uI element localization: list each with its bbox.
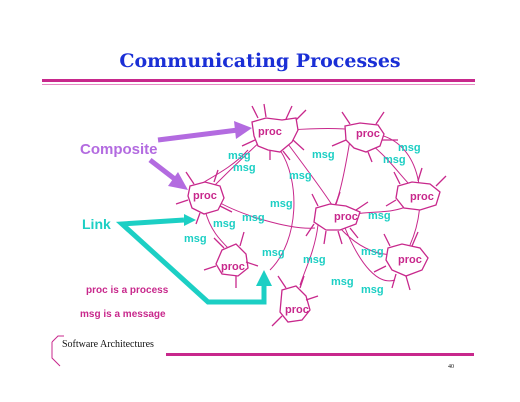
- message-label: msg: [331, 276, 354, 288]
- message-label: msg: [368, 210, 391, 222]
- message-label: msg: [270, 198, 293, 210]
- composite-arrow-line: [148, 158, 178, 182]
- message-label: msg: [312, 149, 335, 161]
- link-label: Link: [82, 216, 111, 232]
- connection-line: [339, 214, 396, 282]
- slide-title: Communicating Processes: [119, 50, 401, 72]
- message-label: msg: [184, 233, 207, 245]
- process-node: proc: [271, 275, 319, 327]
- message-label: msg: [361, 284, 384, 296]
- process-node: proc: [385, 167, 447, 211]
- process-node: proc: [175, 169, 233, 225]
- message-labels: msg msg msg msg msg msg msg msg msg msg …: [184, 142, 421, 296]
- process-label: proc: [285, 304, 309, 316]
- message-label: msg: [242, 212, 265, 224]
- process-node: proc: [305, 191, 369, 245]
- message-label: msg: [398, 142, 421, 154]
- message-label: msg: [383, 154, 406, 166]
- message-label: msg: [303, 254, 326, 266]
- process-label: proc: [193, 190, 217, 202]
- message-label: msg: [213, 218, 236, 230]
- connection-line: [214, 199, 316, 229]
- message-label: msg: [262, 247, 285, 259]
- link-arrow-head: [256, 270, 272, 286]
- process-label: proc: [221, 261, 245, 273]
- connection-line: [299, 224, 319, 286]
- link-arrow-head: [184, 214, 196, 226]
- footer-title: Software Architectures: [62, 339, 154, 350]
- process-label: proc: [410, 191, 434, 203]
- process-label: proc: [398, 254, 422, 266]
- title-rule-thin: [42, 84, 475, 85]
- composite-label: Composite: [80, 141, 158, 158]
- composite-arrow-head: [168, 172, 188, 190]
- composite-arrow-line: [157, 127, 239, 143]
- process-label: proc: [258, 126, 282, 138]
- connection-line: [214, 139, 263, 186]
- message-label: msg: [233, 162, 256, 174]
- process-nodes: proc proc proc proc proc: [175, 103, 447, 327]
- message-label: msg: [228, 150, 251, 162]
- process-label: proc: [356, 128, 380, 140]
- composite-arrow-head: [234, 121, 252, 139]
- connection-line: [334, 139, 351, 206]
- process-node: proc: [241, 103, 307, 161]
- connection-line: [371, 144, 411, 186]
- legend-msg: msg is a message: [80, 309, 166, 320]
- connection-line: [269, 149, 295, 271]
- process-label: proc: [334, 211, 358, 223]
- footer-rule: [166, 353, 474, 356]
- connection-line: [204, 209, 231, 251]
- link-path: [115, 217, 267, 305]
- link-connector: [115, 214, 272, 305]
- legend-proc: proc is a process: [86, 285, 169, 296]
- process-node: proc: [373, 231, 429, 291]
- footer-logo: [51, 335, 64, 367]
- composite-arrows: [148, 121, 252, 190]
- process-node: proc: [203, 231, 259, 288]
- message-label: msg: [361, 246, 384, 258]
- title-rule: [42, 79, 475, 82]
- process-node: proc: [331, 111, 398, 163]
- page-number: 40: [448, 364, 454, 370]
- message-label: msg: [289, 170, 312, 182]
